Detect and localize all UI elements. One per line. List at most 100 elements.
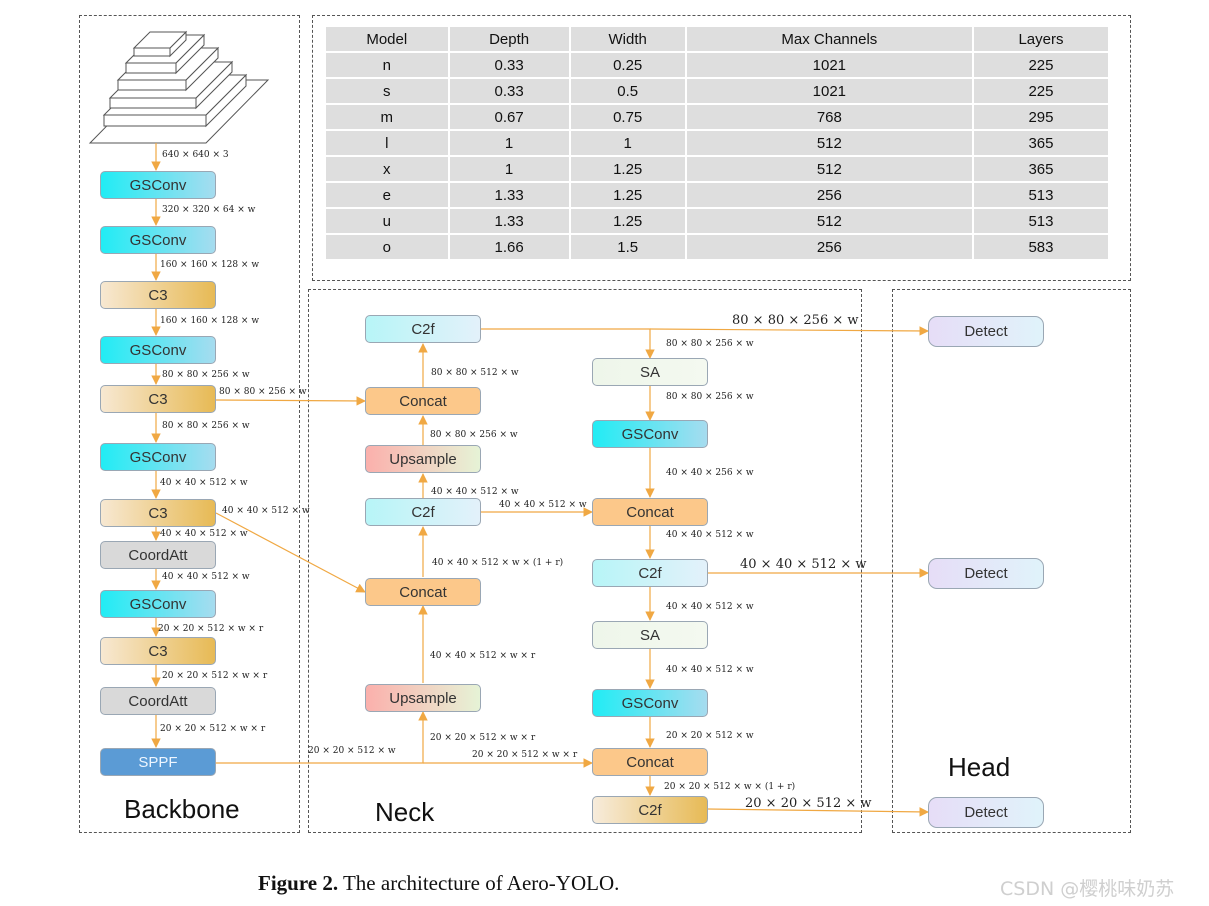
backbone-gsconv-5: GSConv bbox=[100, 590, 216, 618]
backbone-sppf: SPPF bbox=[100, 748, 216, 776]
table-header-cell: Depth bbox=[449, 27, 569, 51]
table-header-cell: Model bbox=[326, 27, 448, 51]
dim-label: 40 × 40 × 512 × w bbox=[431, 487, 519, 497]
table-cell: 1.33 bbox=[449, 183, 569, 207]
backbone-gsconv-1: GSConv bbox=[100, 171, 216, 199]
dim-label: 20 × 20 × 512 × w × r bbox=[162, 671, 268, 681]
head-panel bbox=[892, 289, 1131, 833]
neck-sa-2: SA bbox=[592, 621, 708, 649]
dim-label: 80 × 80 × 256 × w bbox=[666, 339, 754, 349]
neck-c2f-2: C2f bbox=[592, 796, 708, 824]
dim-label: 80 × 80 × 256 × w bbox=[162, 370, 250, 380]
neck-c2f-top: C2f bbox=[365, 315, 481, 343]
neck-sa-1: SA bbox=[592, 358, 708, 386]
backbone-gsconv-3: GSConv bbox=[100, 336, 216, 364]
dim-label: 40 × 40 × 512 × w × (1 + r) bbox=[432, 558, 564, 568]
neck-concat-2: Concat bbox=[592, 748, 708, 776]
table-cell: 0.25 bbox=[570, 53, 685, 77]
table-header-cell: Max Channels bbox=[686, 27, 972, 51]
table-cell: 1.25 bbox=[570, 209, 685, 233]
table-cell: 583 bbox=[973, 235, 1108, 259]
watermark: CSDN @樱桃味奶苏 bbox=[1000, 878, 1175, 900]
dim-label: 160 × 160 × 128 × w bbox=[160, 260, 260, 270]
neck-gsconv-1: GSConv bbox=[592, 420, 708, 448]
table-cell: 225 bbox=[973, 53, 1108, 77]
table-cell: 1 bbox=[449, 157, 569, 181]
table-cell: 365 bbox=[973, 131, 1108, 155]
neck-upsample-bot: Upsample bbox=[365, 684, 481, 712]
table-cell: 1.33 bbox=[449, 209, 569, 233]
table-cell: 1 bbox=[570, 131, 685, 155]
dim-label: 40 × 40 × 512 × w bbox=[160, 478, 248, 488]
caption-text: The architecture of Aero-YOLO. bbox=[338, 871, 620, 895]
table-header-cell: Width bbox=[570, 27, 685, 51]
detect-40: Detect bbox=[928, 558, 1044, 589]
table-cell: u bbox=[326, 209, 448, 233]
table-cell: 0.5 bbox=[570, 79, 685, 103]
table-cell: 0.67 bbox=[449, 105, 569, 129]
dim-label: 80 × 80 × 256 × w bbox=[219, 387, 307, 397]
table-cell: 295 bbox=[973, 105, 1108, 129]
table-cell: 0.33 bbox=[449, 53, 569, 77]
backbone-coordatt-1: CoordAtt bbox=[100, 541, 216, 569]
table-cell: 365 bbox=[973, 157, 1108, 181]
dim-label: 640 × 640 × 3 bbox=[162, 150, 229, 160]
table-cell: 512 bbox=[686, 157, 972, 181]
dim-label-large: 80 × 80 × 256 × w bbox=[732, 313, 859, 328]
dim-label: 40 × 40 × 512 × w × r bbox=[430, 651, 536, 661]
dim-label: 20 × 20 × 512 × w bbox=[308, 746, 396, 756]
table-cell: 1021 bbox=[686, 79, 972, 103]
table-cell: e bbox=[326, 183, 448, 207]
neck-concat-top: Concat bbox=[365, 387, 481, 415]
dim-label-large: 20 × 20 × 512 × w bbox=[745, 796, 872, 811]
table-header-row: Model Depth Width Max Channels Layers bbox=[326, 27, 1108, 51]
caption-label: Figure 2. bbox=[258, 871, 339, 895]
dim-label: 20 × 20 × 512 × w × r bbox=[158, 624, 264, 634]
backbone-panel bbox=[79, 15, 300, 833]
figure-caption: Figure 2. The architecture of Aero-YOLO. bbox=[258, 871, 619, 896]
backbone-title: Backbone bbox=[124, 794, 240, 824]
dim-label: 40 × 40 × 512 × w bbox=[499, 500, 587, 510]
table-cell: 0.33 bbox=[449, 79, 569, 103]
table-cell: 768 bbox=[686, 105, 972, 129]
dim-label: 20 × 20 × 512 × w × r bbox=[472, 750, 578, 760]
table-cell: 256 bbox=[686, 183, 972, 207]
table-panel bbox=[312, 15, 1131, 281]
backbone-c3-4: C3 bbox=[100, 637, 216, 665]
backbone-c3-2: C3 bbox=[100, 385, 216, 413]
dim-label: 20 × 20 × 512 × w × (1 + r) bbox=[664, 782, 796, 792]
table-cell: 512 bbox=[686, 209, 972, 233]
neck-upsample-top: Upsample bbox=[365, 445, 481, 473]
table-cell: 256 bbox=[686, 235, 972, 259]
dim-label: 40 × 40 × 512 × w bbox=[666, 665, 754, 675]
table-header-cell: Layers bbox=[973, 27, 1108, 51]
dim-label: 80 × 80 × 512 × w bbox=[431, 368, 519, 378]
table-cell: 1.5 bbox=[570, 235, 685, 259]
table-cell: 1.66 bbox=[449, 235, 569, 259]
neck-panel bbox=[308, 289, 862, 833]
dim-label: 40 × 40 × 512 × w bbox=[160, 529, 248, 539]
table-cell: 1021 bbox=[686, 53, 972, 77]
head-title: Head bbox=[948, 752, 1011, 782]
dim-label: 40 × 40 × 512 × w bbox=[162, 572, 250, 582]
dim-label: 40 × 40 × 512 × w bbox=[666, 602, 754, 612]
table-cell: 513 bbox=[973, 209, 1108, 233]
table-cell: 512 bbox=[686, 131, 972, 155]
table-cell: n bbox=[326, 53, 448, 77]
dim-label: 20 × 20 × 512 × w × r bbox=[430, 733, 536, 743]
backbone-gsconv-4: GSConv bbox=[100, 443, 216, 471]
detect-20: Detect bbox=[928, 797, 1044, 828]
dim-label: 40 × 40 × 256 × w bbox=[666, 468, 754, 478]
backbone-c3-3: C3 bbox=[100, 499, 216, 527]
dim-label: 40 × 40 × 512 × w bbox=[222, 506, 310, 516]
table-cell: 513 bbox=[973, 183, 1108, 207]
neck-title: Neck bbox=[375, 797, 435, 827]
table-cell: 0.75 bbox=[570, 105, 685, 129]
neck-concat-1: Concat bbox=[592, 498, 708, 526]
neck-concat-mid: Concat bbox=[365, 578, 481, 606]
